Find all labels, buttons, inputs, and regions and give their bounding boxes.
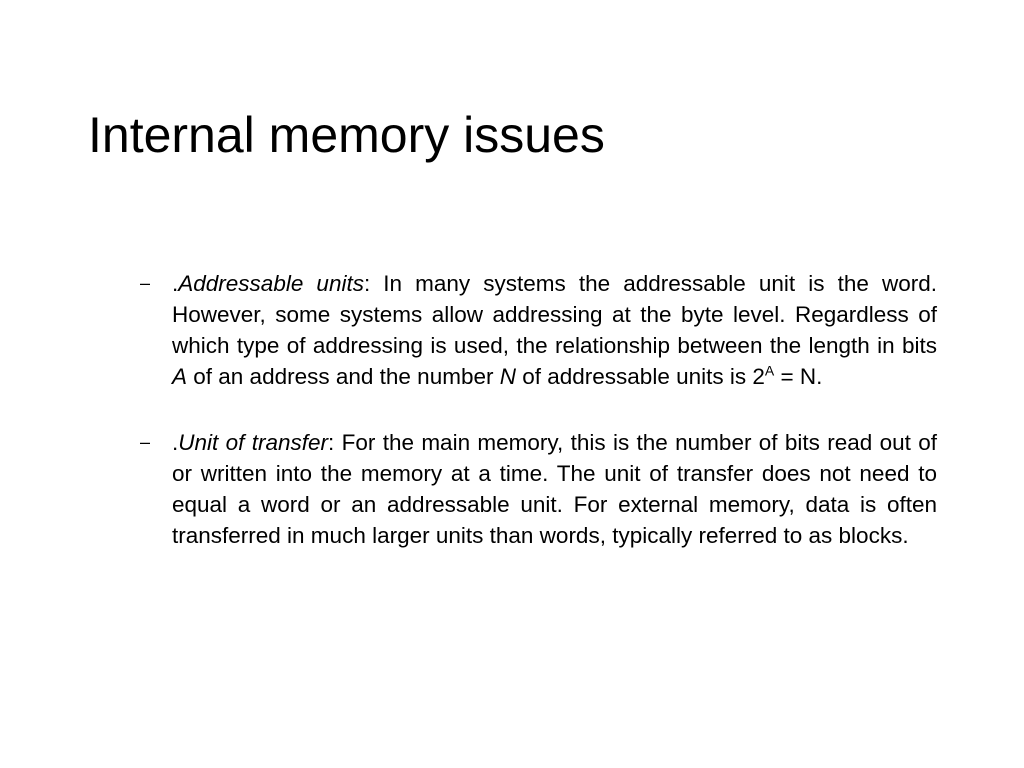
bullet-list: –.Addressable units: In many systems the…	[140, 268, 937, 586]
variable-n: N	[499, 364, 516, 389]
bullet-text: : In many systems the addressable unit i…	[172, 271, 937, 358]
bullet-term: Addressable units	[178, 271, 364, 296]
dash-bullet-icon: –	[140, 273, 151, 293]
variable-a: A	[172, 364, 188, 389]
bullet-unit-of-transfer: –.Unit of transfer: For the main memory,…	[140, 427, 937, 551]
slide-title: Internal memory issues	[88, 107, 605, 163]
bullet-prefix: .	[172, 430, 179, 455]
bullet-text: of addressable units is 2	[515, 364, 765, 389]
bullet-term: Unit of transfer	[178, 430, 329, 455]
bullet-addressable-units: –.Addressable units: In many systems the…	[140, 268, 937, 392]
dash-bullet-icon: –	[140, 432, 151, 452]
bullet-text: of an address and the number	[187, 364, 500, 389]
bullet-prefix: .	[172, 271, 179, 296]
exponent-superscript: A	[764, 362, 775, 379]
bullet-text: : For the main memory, this is the numbe…	[172, 430, 937, 548]
bullet-text: = N.	[774, 364, 823, 389]
